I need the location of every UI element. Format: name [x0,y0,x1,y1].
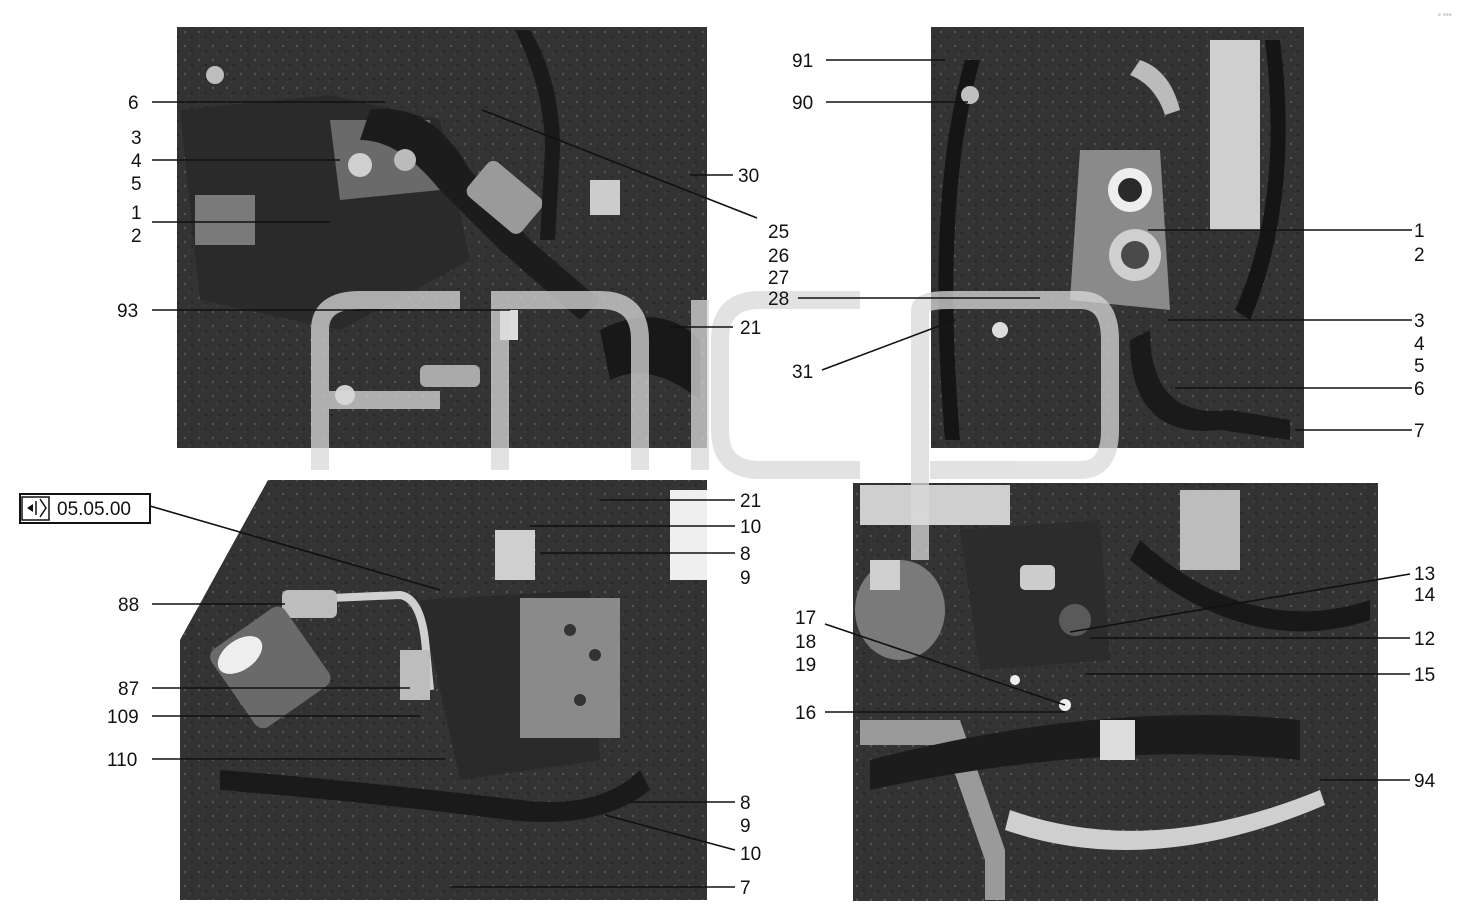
callout-label: 19 [795,655,816,676]
photo-panel-top-left [177,27,707,448]
callout-label: 27 [768,268,789,289]
watermark-logo [311,291,1119,560]
photo-panel-bottom-left [180,480,707,900]
callout-label: 6 [1414,379,1425,400]
callout-label: 9 [740,568,751,589]
callout-label: 7 [740,878,751,899]
callout-label: 31 [792,362,813,383]
speaker-reference-icon [27,498,47,518]
callout-label: 110 [107,750,137,771]
callout-label: 1 [1414,221,1425,242]
callout-label: 12 [1414,629,1435,650]
callout-label: 10 [740,517,761,538]
callout-label: 18 [795,632,816,653]
callout-label: 2 [1414,245,1425,266]
callout-label: 7 [1414,421,1425,442]
callout-label: 94 [1414,771,1436,792]
callout-label: 4 [131,151,142,172]
callout-label: 2 [131,226,142,247]
callout-label: 109 [107,707,139,728]
callout-label: 3 [131,128,142,149]
callout-label: 25 [768,222,789,243]
callout-label: 5 [131,174,142,195]
photo-panel-bottom-right [853,483,1378,901]
corner-mark: ◦ ◦◦◦ [1438,10,1452,19]
callout-label: 8 [740,793,751,814]
callout-label: 15 [1414,665,1435,686]
callout-label: 8 [740,544,751,565]
callout-label: 5 [1414,356,1425,377]
callout-label: 21 [740,318,761,339]
callouts-bottom-left: 21 10 8 9 88 87 109 110 8 9 10 7 [107,491,761,899]
callout-label: 30 [738,166,759,187]
callout-label: 88 [118,595,139,616]
callout-label: 4 [1414,334,1425,355]
leader-lines [152,59,1412,888]
callout-label: 93 [117,301,138,322]
callout-label: 13 [1414,564,1435,585]
callout-label: 9 [740,816,751,837]
callout-label: 14 [1414,585,1436,606]
callout-label: 17 [795,608,816,629]
callout-label: 28 [768,289,789,310]
callout-label: 16 [795,703,816,724]
callout-label: 10 [740,844,761,865]
callout-label: 90 [792,93,813,114]
reference-label: 05.05.00 [57,499,131,520]
callouts-top-right: 91 90 31 1 2 3 4 5 6 7 [792,51,1425,442]
callout-label: 3 [1414,311,1425,332]
callout-label: 87 [118,679,139,700]
callout-label: 26 [768,246,789,267]
reference-box[interactable]: 05.05.00 [19,493,151,524]
callouts-top-left: 6 3 4 5 1 2 93 30 25 26 27 28 21 [117,93,789,339]
callout-label: 6 [128,93,139,114]
callout-label: 91 [792,51,813,72]
callout-label: 1 [131,203,142,224]
callout-label: 21 [740,491,761,512]
callouts-bottom-right: 13 14 12 15 17 18 19 16 94 [795,564,1436,792]
